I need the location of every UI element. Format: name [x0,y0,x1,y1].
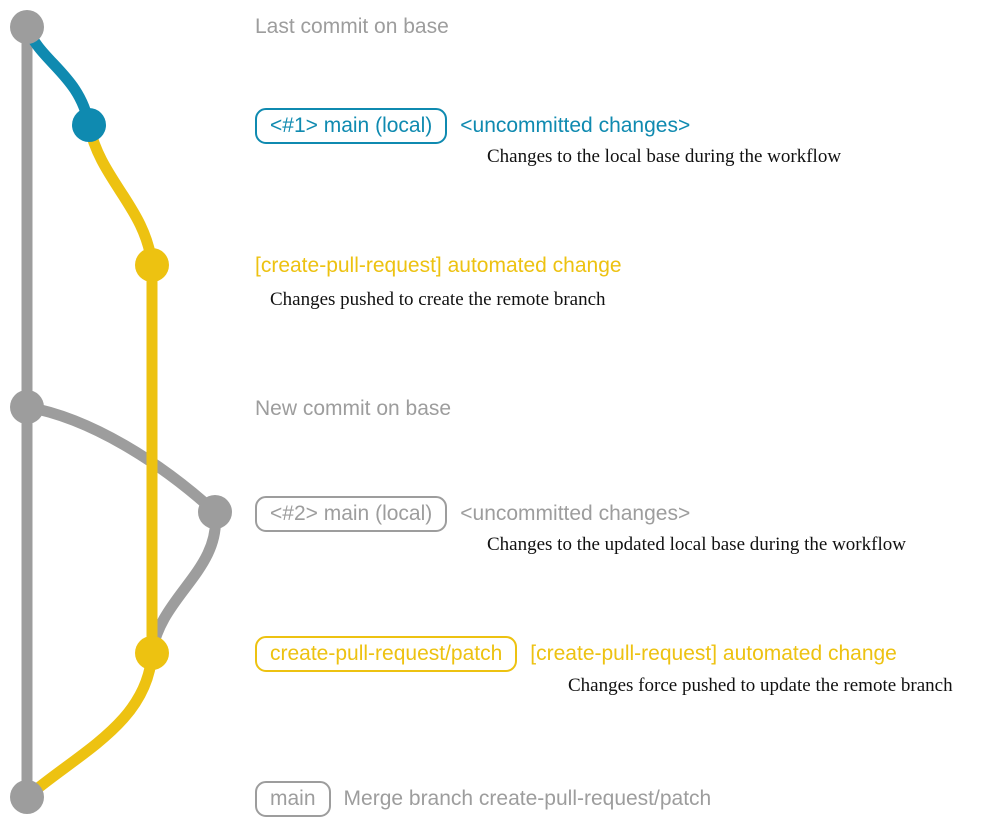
node-new-commit-on-base[interactable] [10,390,44,424]
commit-subject-new-commit-on-base: New commit on base [255,397,452,420]
patch-to-merge-line [21,647,158,803]
node-merge-commit[interactable] [10,780,44,814]
node-local-commit-2[interactable] [198,495,232,529]
local2-to-patch-line [146,506,221,659]
ref-badge-main-local-1[interactable]: <#1> main (local) [255,108,448,144]
commit-row-local-commit-1: <#1> main (local) <uncommitted changes> [255,108,690,144]
node-local-commit-1[interactable] [72,108,106,142]
commit-description-automated-change-1: Changes pushed to create the remote bran… [270,289,606,310]
base-to-local1-line [21,21,95,131]
commit-subject-local-commit-2: <uncommitted changes> [460,502,691,525]
commit-description-automated-change-2: Changes force pushed to update the remot… [568,675,953,696]
ref-badge-main-local-2[interactable]: <#2> main (local) [255,496,448,532]
local1-to-automated1-line [83,119,158,271]
ref-badge-main[interactable]: main [255,781,331,817]
commit-subject-automated-change-1: [create-pull-request] automated change [255,254,622,277]
commit-subject-local-commit-1: <uncommitted changes> [460,114,691,137]
node-last-commit-on-base[interactable] [10,10,44,44]
commit-row-merge-commit: main Merge branch create-pull-request/pa… [255,781,711,817]
commit-description-local-commit-1: Changes to the local base during the wor… [487,146,842,167]
commit-row-local-commit-2: <#2> main (local) <uncommitted changes> [255,496,690,532]
ref-badge-create-pull-request-patch[interactable]: create-pull-request/patch [255,636,518,672]
node-automated-change-2[interactable] [135,636,169,670]
base-to-local2-line [21,401,221,518]
commit-row-automated-change-2: create-pull-request/patch [create-pull-r… [255,636,897,672]
commit-subject-automated-change-2: [create-pull-request] automated change [530,642,897,665]
commit-description-local-commit-2: Changes to the updated local base during… [487,534,906,555]
commit-subject-last-commit-on-base: Last commit on base [255,15,449,38]
commit-subject-merge-commit: Merge branch create-pull-request/patch [343,787,712,810]
node-automated-change-1[interactable] [135,248,169,282]
